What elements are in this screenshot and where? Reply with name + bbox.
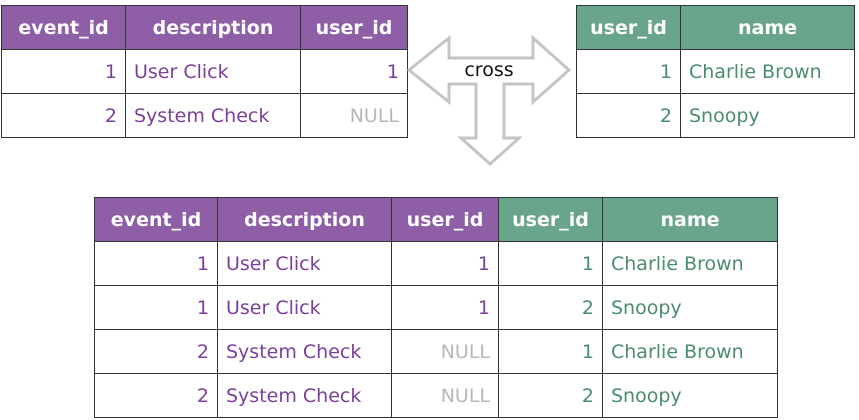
users-cell-user-id: 1 (576, 49, 681, 94)
events-row: 1 User Click 1 (1, 49, 408, 94)
result-cell-event-id: 1 (94, 285, 218, 330)
events-header-event-id: event_id (1, 5, 126, 50)
events-table: event_id description user_id 1 User Clic… (1, 5, 408, 138)
users-header-user-id: user_id (576, 5, 681, 50)
result-cell-users-user-id: 2 (498, 285, 603, 330)
result-cell-events-user-id-null: NULL (391, 329, 499, 374)
events-cell-event-id: 1 (1, 49, 126, 94)
result-cell-event-id: 2 (94, 329, 218, 374)
events-cell-user-id-null: NULL (300, 93, 408, 138)
result-cell-users-user-id: 2 (498, 373, 603, 418)
users-cell-name: Snoopy (680, 93, 855, 138)
result-cell-events-user-id-null: NULL (391, 373, 499, 418)
result-table: event_id description user_id user_id nam… (94, 197, 778, 418)
result-header-description: description (217, 197, 392, 242)
users-cell-user-id: 2 (576, 93, 681, 138)
result-header-row: event_id description user_id user_id nam… (94, 197, 778, 242)
result-cell-users-user-id: 1 (498, 241, 603, 286)
result-row: 1 User Click 1 1 Charlie Brown (94, 241, 778, 286)
result-header-users-user-id: user_id (498, 197, 603, 242)
users-cell-name: Charlie Brown (680, 49, 855, 94)
events-header-user-id: user_id (300, 5, 408, 50)
events-header-row: event_id description user_id (1, 5, 408, 50)
result-cell-name: Snoopy (602, 373, 778, 418)
cross-arrow-outline-icon (406, 34, 572, 167)
result-cell-name: Charlie Brown (602, 241, 778, 286)
result-cell-name: Snoopy (602, 285, 778, 330)
users-table: user_id name 1 Charlie Brown 2 Snoopy (576, 5, 855, 138)
result-cell-event-id: 1 (94, 241, 218, 286)
result-cell-name: Charlie Brown (602, 329, 778, 374)
events-cell-event-id: 2 (1, 93, 126, 138)
result-row: 2 System Check NULL 1 Charlie Brown (94, 329, 778, 374)
result-cell-events-user-id: 1 (391, 285, 499, 330)
users-row: 1 Charlie Brown (576, 49, 855, 94)
events-row: 2 System Check NULL (1, 93, 408, 138)
result-cell-event-id: 2 (94, 373, 218, 418)
result-cell-events-user-id: 1 (391, 241, 499, 286)
result-header-events-user-id: user_id (391, 197, 499, 242)
result-cell-description: User Click (217, 285, 392, 330)
result-cell-description: User Click (217, 241, 392, 286)
events-cell-description: System Check (125, 93, 301, 138)
result-cell-users-user-id: 1 (498, 329, 603, 374)
result-header-name: name (602, 197, 778, 242)
users-header-row: user_id name (576, 5, 855, 50)
users-header-name: name (680, 5, 855, 50)
events-cell-user-id: 1 (300, 49, 408, 94)
result-cell-description: System Check (217, 329, 392, 374)
cross-join-arrow (406, 34, 572, 167)
result-row: 1 User Click 1 2 Snoopy (94, 285, 778, 330)
result-cell-description: System Check (217, 373, 392, 418)
events-cell-description: User Click (125, 49, 301, 94)
events-header-description: description (125, 5, 301, 50)
users-row: 2 Snoopy (576, 93, 855, 138)
result-row: 2 System Check NULL 2 Snoopy (94, 373, 778, 418)
cross-operation-label: cross (464, 59, 514, 81)
result-header-event-id: event_id (94, 197, 218, 242)
